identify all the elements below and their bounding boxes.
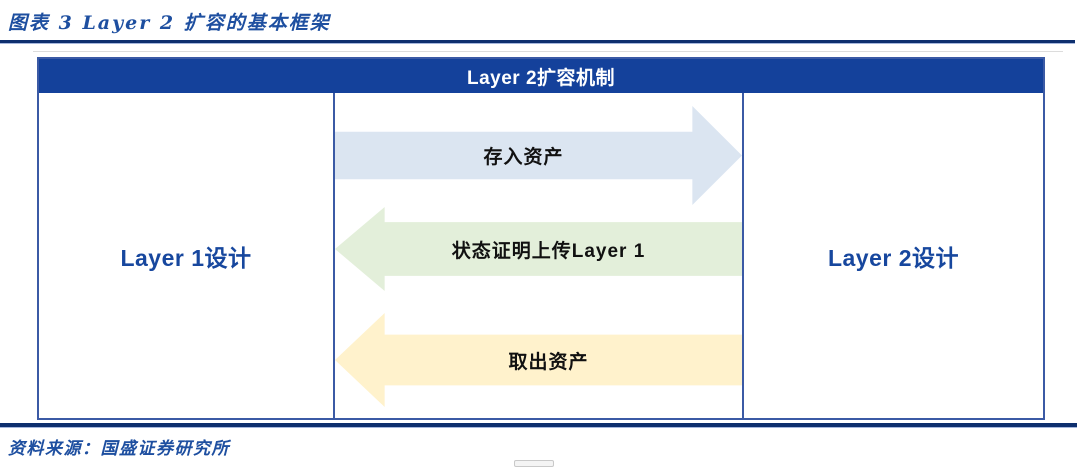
diagram-title-bar: Layer 2扩容机制 [39,59,1043,93]
layer2-panel: Layer 2设计 [744,93,1043,418]
withdraw-assets-arrow-label: 取出资产 [508,351,589,373]
scrollbar-thumb[interactable] [514,460,554,467]
layer2-panel-label: Layer 2设计 [827,244,960,271]
figure-top-hairline [33,51,1063,52]
caption-divider-rule [0,40,1075,43]
deposit-assets-arrow-label: 存入资产 [483,147,564,168]
layer2-framework-diagram: Layer 2扩容机制 Layer 1设计 存入资产 状态证明上传Layer 1… [37,57,1045,420]
diagram-body: Layer 1设计 存入资产 状态证明上传Layer 1 取出资产 Layer … [39,93,1043,418]
deposit-assets-arrow: 存入资产 [335,106,742,205]
figure-caption: 图表 3 Layer 2 扩容的基本框架 [8,12,331,34]
layer1-panel-label: Layer 1设计 [120,244,252,271]
state-proof-upload-arrow-label: 状态证明上传Layer 1 [451,240,646,262]
source-divider-rule [0,423,1077,427]
state-proof-upload-arrow: 状态证明上传Layer 1 [335,207,742,291]
source-note: 资料来源：国盛证券研究所 [8,439,230,459]
layer1-panel: Layer 1设计 [39,93,335,418]
flow-arrows-panel: 存入资产 状态证明上传Layer 1 取出资产 [335,93,744,418]
withdraw-assets-arrow: 取出资产 [335,313,742,407]
